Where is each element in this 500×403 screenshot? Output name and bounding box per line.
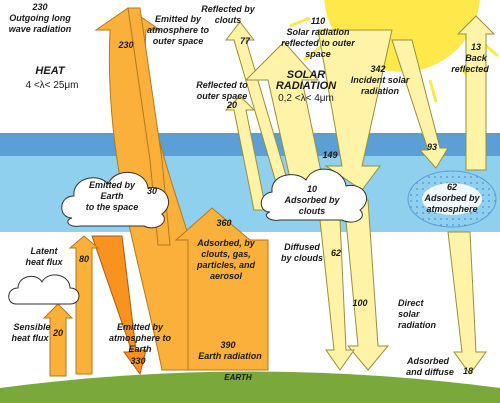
- back-reflected-line2: reflected: [451, 64, 489, 74]
- back-reflected-value: 13: [471, 42, 481, 52]
- sensible-line1: Sensible: [13, 322, 50, 332]
- solar-title-2: RADIATION: [276, 80, 337, 92]
- emitted-earth-space-line1: Emitted by: [89, 180, 136, 190]
- solar-reflected-line3: space: [305, 49, 331, 59]
- direct-value: 100: [352, 298, 367, 308]
- incident-value: 342: [370, 64, 385, 74]
- reflected-outer-line1: Reflected to: [196, 80, 248, 90]
- solar-range: 0,2 <λ< 4μm: [278, 93, 334, 104]
- direct-line2: solar: [398, 309, 420, 319]
- atmosphere-ellipse-inner: [422, 183, 482, 215]
- arrow-incident: [317, 29, 393, 191]
- earth-rad-line1: Earth radiation: [198, 351, 262, 361]
- reflected-clouds-line2: clouts: [215, 15, 242, 25]
- adsorbed-clouts-line2: clouts: [299, 206, 326, 216]
- latent-value: 80: [79, 254, 89, 264]
- sensible-line2: heat flux: [11, 333, 49, 343]
- top-left-value: 230: [31, 2, 47, 12]
- arrow-to-atm: [391, 39, 449, 169]
- incident-line2: radiation: [361, 86, 400, 96]
- emitted-earth-space-line2: Earth: [100, 191, 124, 201]
- adsorbed-diffuse-line2: and diffuse: [406, 367, 454, 377]
- reflected-clouds-value: 77: [240, 36, 251, 46]
- sensible-value: 20: [52, 328, 63, 338]
- arrow-latent: [68, 235, 100, 375]
- emitted-atm-space-value: 230: [117, 40, 133, 50]
- earth-label: EARTH: [224, 373, 252, 382]
- reflected-outer-value: 20: [226, 100, 237, 110]
- arrow-earth-radiation: [174, 207, 269, 371]
- arrow-emitted-atm-earth: [91, 235, 147, 376]
- arrow-back-reflected: [456, 15, 496, 171]
- emitted-atm-earth-line1: Emitted by: [117, 322, 164, 332]
- adsorbed-big-value: 360: [216, 218, 231, 228]
- adsorbed-atm-line2: atmosphere: [426, 204, 477, 214]
- adsorbed-big-line1: Adsorbed, by: [196, 238, 256, 248]
- emitted-atm-space-line1: Emitted by: [155, 14, 202, 24]
- solar-title-1: SOLAR: [287, 69, 326, 81]
- reflected-outer-line2: outer space: [197, 91, 248, 101]
- adsorbed-clouts-line1: Adsorbed by: [283, 195, 340, 205]
- heat-range: 4 <λ< 25μm: [25, 80, 78, 91]
- latent-line2: heat flux: [25, 257, 63, 267]
- cloud-left: [61, 171, 169, 229]
- top-left-line2: wave radiation: [9, 24, 72, 34]
- emitted-atm-earth-value: 330: [130, 356, 145, 366]
- arrow-solar-reflected: [244, 41, 327, 197]
- direct-line3: radiation: [398, 320, 437, 330]
- latent-line1: Latent: [31, 246, 59, 256]
- emitted-earth-space-value: 30: [147, 186, 157, 196]
- heat-title: HEAT: [35, 65, 65, 77]
- emitted-atm-space-line2: atmosphere to: [147, 25, 210, 35]
- emitted-atm-space-line3: outer space: [153, 36, 204, 46]
- adsorbed-diffuse-line1: Adsorbed: [406, 356, 450, 366]
- adsorbed-clouts-value: 10: [307, 184, 317, 194]
- emitted-earth-space-line3: to the space: [86, 202, 139, 212]
- arrow-direct: [343, 199, 390, 371]
- solar-reflected-line1: Solar radiation: [286, 27, 350, 37]
- diffused-line2: by clouds: [281, 253, 323, 263]
- back-reflected-line1: Back: [465, 53, 488, 63]
- cloud-center: [260, 168, 367, 223]
- adsorbed-big-line2: clouts, gas,: [201, 249, 251, 259]
- incident-line1: Incident solar: [351, 75, 410, 85]
- to-clouds-value: 149: [322, 150, 337, 160]
- adsorbed-big-line4: aerosol: [210, 271, 243, 281]
- solar-reflected-value: 110: [311, 16, 325, 26]
- direct-line1: Direct: [398, 298, 425, 308]
- reflected-clouds-line1: Reflected by: [201, 4, 256, 14]
- diffused-line1: Diffused: [284, 242, 320, 252]
- adsorbed-atm-line1: Adsorbed by: [423, 193, 480, 203]
- solar-reflected-line2: reflected to outer: [281, 38, 355, 48]
- emitted-atm-earth-line2: atmosphere to: [109, 333, 172, 343]
- top-left-line1: Outgoing long: [9, 13, 71, 23]
- cloud-small: [8, 274, 80, 305]
- arrow-sensible: [42, 303, 74, 377]
- arrow-reflected-outer: [224, 95, 267, 211]
- earth-ground: [0, 371, 500, 403]
- adsorbed-atm-value: 62: [447, 182, 457, 192]
- earth-rad-value: 390: [220, 340, 235, 350]
- adsorbed-big-line3: particles, and: [196, 260, 256, 270]
- to-atm-value: 93: [427, 142, 437, 152]
- emitted-atm-earth-line3: Earth: [128, 344, 152, 354]
- arrow-adsorbed-diffuse: [447, 231, 487, 375]
- adsorbed-diffuse-value: 18: [463, 366, 473, 376]
- arrow-emitted-earth-space: [127, 7, 171, 246]
- diffused-value: 62: [331, 248, 341, 258]
- arrow-diffused: [319, 219, 355, 371]
